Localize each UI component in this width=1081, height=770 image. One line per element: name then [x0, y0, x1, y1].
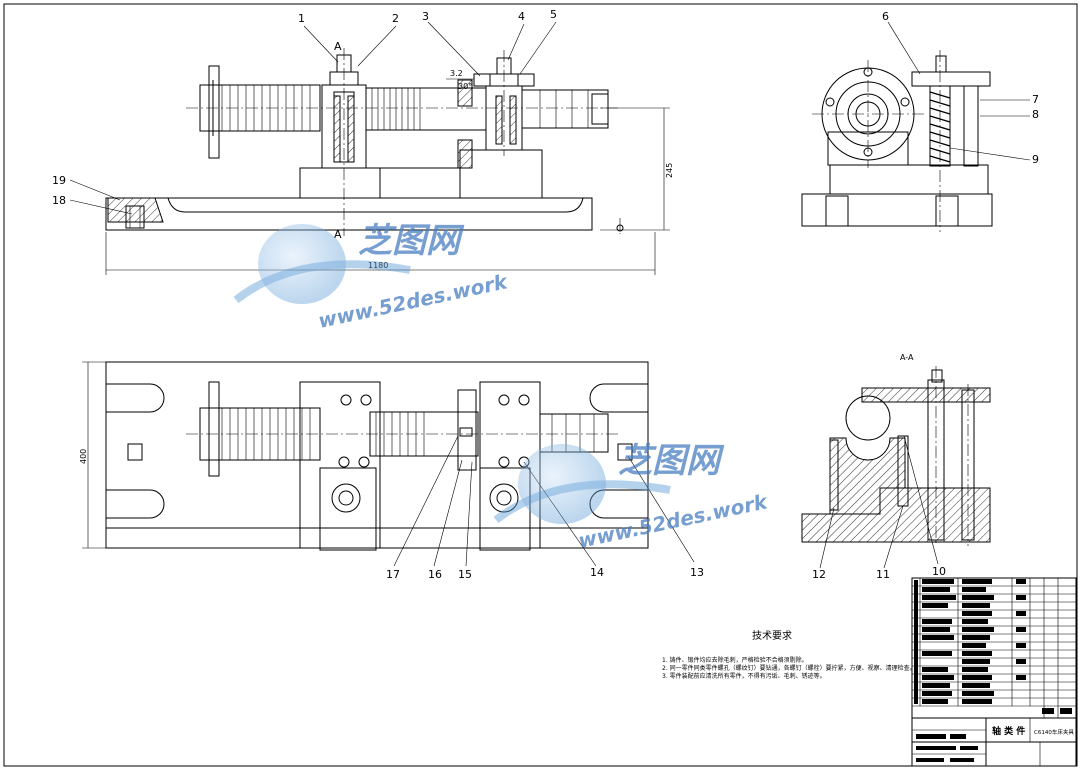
part-1: 1: [298, 12, 305, 25]
part-17: 17: [386, 568, 400, 581]
tech-req-item-3: 3. 零件装配前应清洗所有零件，不得有污垢、毛刺、锈迹等。: [662, 672, 826, 680]
part-15: 15: [458, 568, 472, 581]
part-7: 7: [1032, 93, 1039, 106]
watermark-brand-2: 芝图网: [618, 441, 725, 481]
watermark-1: 芝图网 www.52des.work: [233, 221, 511, 333]
tech-req-item-2: 2. 同一零件同类零件螺孔（螺纹钉）要钻通，各螺钉（螺栓）要拧紧，方便、视察、清…: [662, 664, 916, 672]
surface-angle: 30°: [458, 82, 472, 91]
part-5: 5: [550, 8, 557, 21]
tech-req-title: 技术要求: [752, 629, 792, 642]
dim-width: 400: [79, 449, 88, 464]
section-a-a-view: A-A: [801, 353, 991, 546]
watermark-url-1: www.52des.work: [316, 269, 511, 333]
part-12: 12: [812, 568, 826, 581]
part-19: 19: [52, 174, 66, 187]
part-18: 18: [52, 194, 66, 207]
title-part-name: 轴 类 件: [992, 725, 1025, 737]
title-drawing-no: C6140车床夹具: [1034, 728, 1074, 736]
section-title: A-A: [900, 353, 914, 362]
sheet-border: [3, 3, 1078, 767]
watermark-url-2: www.52des.work: [576, 489, 771, 553]
dim-height: 245: [665, 163, 674, 178]
globe-logo-icon-2: [518, 444, 606, 524]
part-balloons: 1 2 3 4 5 6 7 8 9 10 11 12 13 14 15 16 1…: [52, 8, 1039, 581]
part-2: 2: [392, 12, 399, 25]
side-view: [801, 50, 993, 232]
part-10: 10: [932, 565, 946, 578]
part-11: 11: [876, 568, 890, 581]
section-marker-top: A: [334, 40, 342, 53]
section-marker-bottom: A: [334, 228, 342, 241]
dim-length: 1180: [368, 261, 388, 270]
part-9: 9: [1032, 153, 1039, 166]
tech-req-item-1: 1. 铸件、锻件均应去除毛刺，严格检验不合格须剔除。: [662, 656, 808, 664]
part-4: 4: [518, 10, 525, 23]
front-view: A A 3.2 30° 1180 245: [105, 40, 674, 275]
watermark-2: 芝图网 www.52des.work: [493, 441, 771, 553]
technical-requirements: 技术要求 1. 铸件、锻件均应去除毛刺，严格检验不合格须剔除。 2. 同一零件同…: [662, 629, 916, 680]
part-6: 6: [882, 10, 889, 23]
part-8: 8: [1032, 108, 1039, 121]
part-13: 13: [690, 566, 704, 579]
part-16: 16: [428, 568, 442, 581]
title-block: 轴 类 件 C6140车床夹具: [911, 577, 1077, 767]
watermark-brand-1: 芝图网: [358, 221, 465, 261]
part-3: 3: [422, 10, 429, 23]
surface-ra: 3.2: [450, 69, 463, 78]
globe-logo-icon: [258, 224, 346, 304]
part-14: 14: [590, 566, 604, 579]
